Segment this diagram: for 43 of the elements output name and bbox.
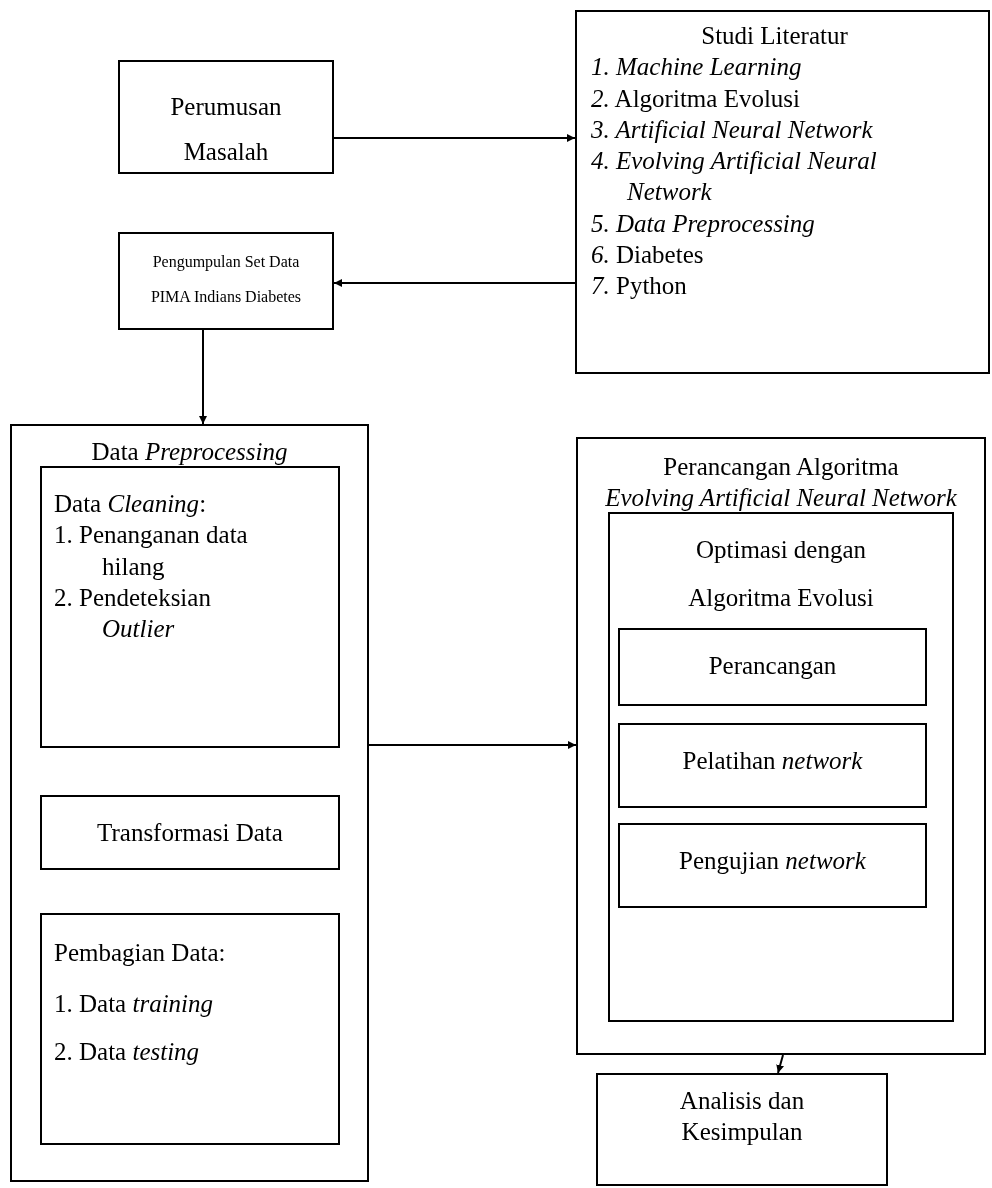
box-label: Analisis dan Kesimpulan — [678, 1086, 806, 1148]
process-box — [575, 10, 990, 374]
box-title: Data Preprocessing — [90, 437, 289, 467]
list-item: 3. Artificial Neural Network — [591, 114, 874, 145]
box-label: Optimasi dengan Algoritma Evolusi — [687, 535, 875, 613]
list-item: 7. Python — [591, 271, 688, 301]
process-box — [618, 628, 927, 706]
list-item: 1. Data training — [54, 989, 215, 1020]
box-title: Studi Literatur — [700, 21, 849, 51]
arrow — [776, 1054, 784, 1074]
box-label: Transformasi Data — [96, 818, 284, 848]
group-box — [576, 437, 986, 1055]
arrow — [199, 329, 207, 425]
list-item: 4. Evolving Artificial Neural Network — [591, 146, 878, 208]
box-label: Perumusan Masalah — [169, 92, 283, 167]
box-title: Perancangan Algoritma — [662, 452, 900, 482]
list-item: 2. Pendeteksian Outlier — [54, 582, 212, 644]
arrow — [333, 279, 576, 287]
list-item: 5. Data Preprocessing — [591, 208, 816, 239]
process-box — [618, 823, 927, 908]
arrow — [368, 741, 577, 749]
arrow — [333, 134, 576, 142]
box-title: Data Cleaning: — [54, 489, 208, 519]
process-box — [40, 466, 340, 748]
list-item: 2. Algoritma Evolusi — [591, 83, 802, 114]
process-box — [118, 60, 334, 174]
group-box — [10, 424, 369, 1182]
process-box — [40, 913, 340, 1145]
group-box — [608, 512, 954, 1022]
process-box — [618, 723, 927, 808]
box-title: Pembagian Data: — [54, 938, 227, 968]
box-label: Pengumpulan Set Data PIMA Indians Diabetes — [149, 252, 303, 308]
box-label: Pelatihan network — [681, 746, 864, 776]
process-box — [596, 1073, 888, 1186]
process-box — [118, 232, 334, 330]
box-label: Pengujian network — [678, 846, 867, 876]
list-item: 6. Diabetes — [591, 239, 705, 270]
list-item: 1. Machine Learning — [591, 52, 803, 83]
process-box — [40, 795, 340, 870]
list-item: 1. Penanganan data hilang — [54, 520, 249, 582]
box-title: Evolving Artificial Neural Network — [604, 483, 958, 514]
list-item: 2. Data testing — [54, 1036, 201, 1067]
box-label: Perancangan — [707, 651, 838, 681]
